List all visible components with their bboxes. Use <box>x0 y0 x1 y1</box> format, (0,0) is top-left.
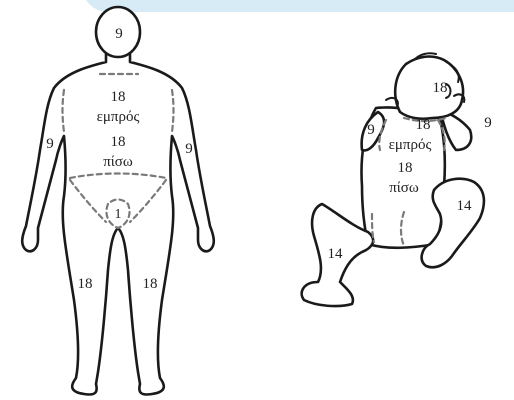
infant-left-leg-value: 14 <box>457 198 473 214</box>
adult-trunk-back-label: πίσω <box>103 154 133 170</box>
infant-head-value: 18 <box>433 80 448 96</box>
adult-figure: 9 18 εμπρός 18 πίσω 9 9 1 18 18 <box>22 7 214 395</box>
adult-left-leg-value: 18 <box>143 276 158 292</box>
adult-left-arm-value: 9 <box>185 141 193 157</box>
infant-trunk-front-label: εμπρός <box>389 137 432 153</box>
adult-right-leg-value: 18 <box>78 276 93 292</box>
adult-right-arm-value: 9 <box>46 136 54 152</box>
infant-trunk-back-label: πίσω <box>389 180 419 196</box>
adult-trunk-front-label: εμπρός <box>97 109 140 125</box>
infant-left-arm-value: 9 <box>484 115 492 131</box>
adult-head-value: 9 <box>115 26 123 42</box>
infant-right-leg-value: 14 <box>328 246 344 262</box>
adult-genital-value: 1 <box>115 207 122 222</box>
infant-figure: 18 9 9 18 εμπρός 18 πίσω 14 14 <box>302 53 492 306</box>
infant-trunk-back-value: 18 <box>398 160 413 176</box>
adult-trunk-front-value: 18 <box>111 89 126 105</box>
infant-trunk-front-value: 18 <box>416 117 431 133</box>
adult-trunk-back-value: 18 <box>111 134 126 150</box>
infant-right-arm-value: 9 <box>367 122 375 138</box>
